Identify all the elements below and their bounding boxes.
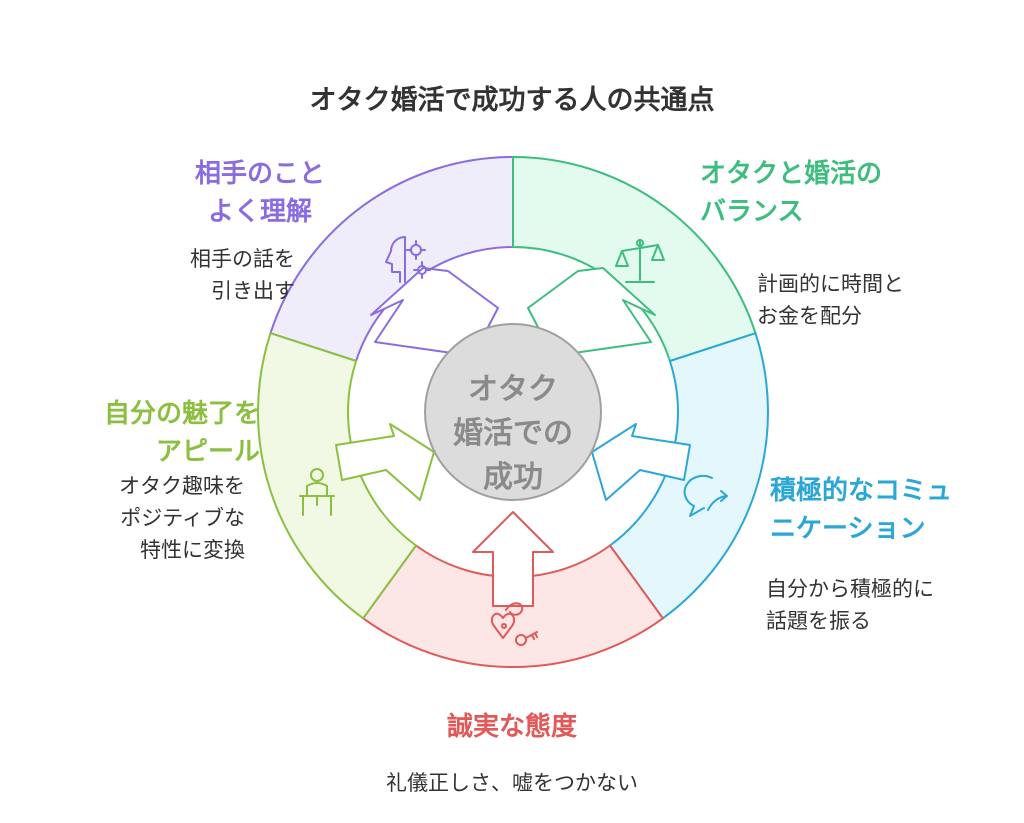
desc-line: 自分から積極的に (766, 577, 934, 601)
segment-sincere-desc: 礼儀正しさ、嘘をつかない (0, 767, 1024, 799)
segment-sincere-title: 誠実な態度 (0, 708, 1024, 746)
arrow-balance (527, 267, 656, 357)
desc-line: 相手の話を (190, 247, 295, 271)
desc-line: 引き出す (211, 279, 295, 303)
speech-bubble-icon (683, 474, 728, 517)
center-label: オタク 婚活での 成功 (425, 368, 601, 500)
desc-line: 話題を振る (766, 609, 871, 633)
title-line: アピール (155, 437, 260, 467)
segment-understand-desc: 相手の話を 引き出す (130, 243, 295, 307)
segment-appeal (257, 331, 418, 620)
center-label-line: 婚活での (453, 416, 573, 451)
title-line: バランス (700, 197, 804, 227)
segment-balance (512, 155, 757, 363)
center-label-line: オタク (468, 372, 558, 407)
segment-understand-title: 相手のこと よく理解 (160, 155, 360, 231)
segment-communication (608, 331, 769, 620)
center-circle (424, 323, 602, 501)
title-line: オタクと婚活の (700, 159, 883, 189)
desc-line: 特性に変換 (140, 538, 245, 562)
segment-communication-desc: 自分から積極的に 話題を振る (766, 573, 934, 637)
head-gear-icon (385, 236, 431, 283)
arrow-understand (370, 267, 499, 357)
segment-understand (269, 155, 514, 363)
center-label-line: 成功 (483, 460, 543, 495)
title-line: 相手のこと (194, 159, 325, 189)
arrow-communication (591, 423, 691, 501)
page-title: オタク婚活で成功する人の共通点 (309, 85, 715, 116)
heart-lock-key-icon (490, 602, 538, 646)
title-line: 積極的なコミュ (770, 476, 953, 506)
title-line: よく理解 (207, 197, 312, 227)
desc-line: ポジティブな (120, 506, 245, 530)
title-line: 自分の魅了を (103, 399, 260, 429)
segment-balance-title: オタクと婚活の バランス (700, 155, 882, 231)
desc-line: オタク趣味を (119, 474, 245, 498)
scales-icon (615, 239, 665, 283)
arrow-sincere (472, 511, 554, 607)
desc-line: 礼儀正しさ、嘘をつかない (386, 771, 638, 795)
presenter-icon (299, 468, 335, 516)
desc-line: お金を配分 (757, 304, 862, 328)
segment-appeal-desc: オタク趣味を ポジティブな 特性に変換 (70, 470, 245, 566)
arrow-appeal (335, 423, 435, 501)
segment-appeal-title: 自分の魅了を アピール (40, 395, 260, 471)
title-line: ニケーション (770, 514, 926, 544)
segment-balance-desc: 計画的に時間と お金を配分 (757, 268, 904, 332)
desc-line: 計画的に時間と (757, 272, 904, 296)
segment-communication-title: 積極的なコミュ ニケーション (770, 472, 952, 548)
title-line: 誠実な態度 (446, 712, 577, 742)
